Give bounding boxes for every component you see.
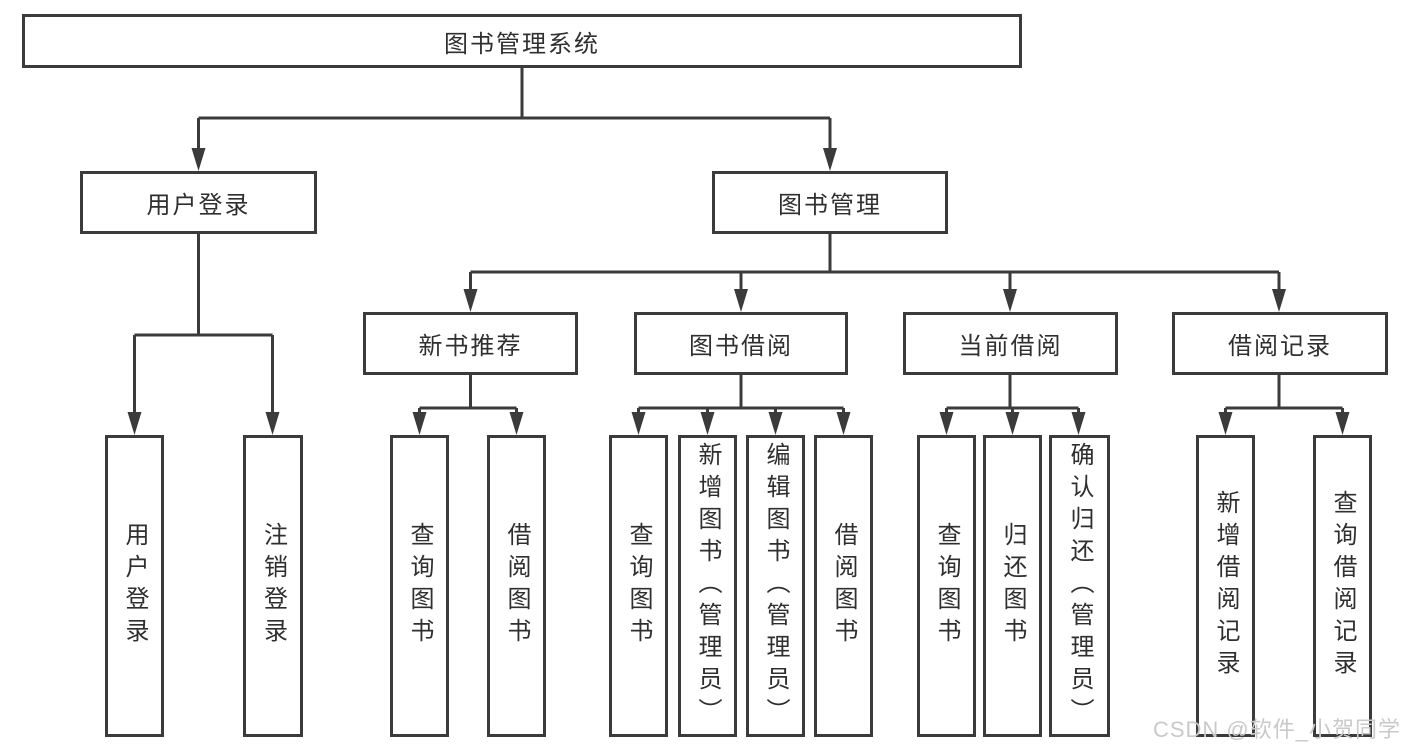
leaf-user-login: 用户登录 <box>105 435 164 737</box>
leaf-query-books-current: 查询图书 <box>917 435 976 737</box>
leaf-label: 查询图书 <box>406 522 433 650</box>
leaf-query-books-newbooks: 查询图书 <box>390 435 449 737</box>
node-label: 当前借阅 <box>958 333 1063 360</box>
leaf-add-book-admin: 新增图书（管理员） <box>678 435 737 737</box>
leaf-query-books-borrowing: 查询图书 <box>609 435 668 737</box>
leaf-label: 查询借阅记录 <box>1329 490 1356 682</box>
leaf-logout: 注销登录 <box>243 435 303 737</box>
node-borrowing-records: 借阅记录 <box>1172 312 1388 375</box>
leaf-confirm-return-admin: 确认归还（管理员） <box>1049 435 1110 737</box>
leaf-return-book: 归还图书 <box>983 435 1042 737</box>
leaf-label: 归还图书 <box>999 522 1026 650</box>
node-label: 图书管理 <box>778 192 882 219</box>
node-label: 用户登录 <box>146 192 251 219</box>
node-book-management: 图书管理 <box>712 171 948 234</box>
leaf-label: 新增图书（管理员） <box>694 442 721 730</box>
leaf-edit-book-admin: 编辑图书（管理员） <box>746 435 805 737</box>
node-new-book-recommendation: 新书推荐 <box>363 312 578 375</box>
leaf-label: 查询图书 <box>625 522 652 650</box>
leaf-label: 查询图书 <box>933 522 960 650</box>
leaf-label: 新增借阅记录 <box>1212 490 1239 682</box>
node-book-borrowing: 图书借阅 <box>634 312 848 375</box>
leaf-add-borrow-record: 新增借阅记录 <box>1196 435 1255 737</box>
leaf-label: 确认归还（管理员） <box>1066 442 1093 730</box>
node-label: 图书管理系统 <box>444 30 600 58</box>
csdn-watermark: CSDN @软件_小贺同学 <box>1152 717 1401 742</box>
node-label: 新书推荐 <box>418 333 523 360</box>
leaf-borrow-books-newbooks: 借阅图书 <box>487 435 546 737</box>
node-current-borrowing: 当前借阅 <box>903 312 1118 375</box>
leaf-label: 编辑图书（管理员） <box>762 442 789 730</box>
node-library-management-system: 图书管理系统 <box>22 14 1022 68</box>
leaf-borrow-books-borrowing: 借阅图书 <box>814 435 873 737</box>
leaf-query-borrow-record: 查询借阅记录 <box>1313 435 1372 737</box>
node-user-login: 用户登录 <box>80 171 317 234</box>
leaf-label: 注销登录 <box>259 522 287 650</box>
node-label: 图书借阅 <box>689 333 793 360</box>
leaf-label: 用户登录 <box>121 522 148 650</box>
leaf-label: 借阅图书 <box>830 522 857 650</box>
node-label: 借阅记录 <box>1228 333 1332 360</box>
leaf-label: 借阅图书 <box>503 522 530 650</box>
